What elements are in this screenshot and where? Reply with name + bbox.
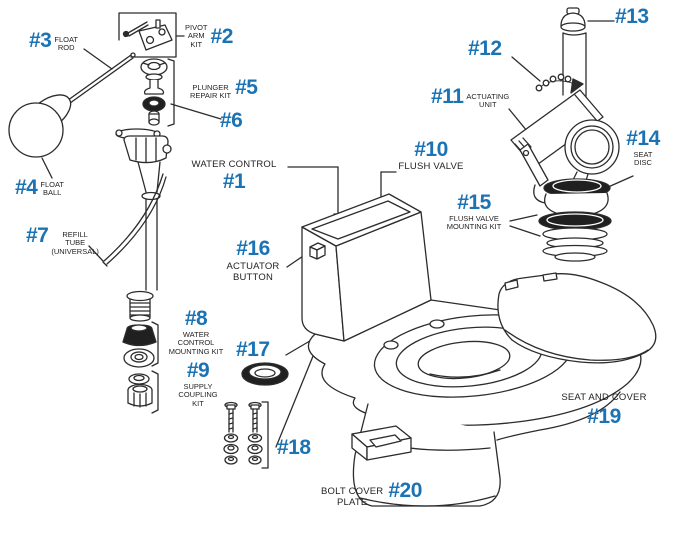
- part-caption: PLUNGER REPAIR KIT: [190, 83, 232, 101]
- part-number: #5: [235, 76, 258, 99]
- flush-valve-drawing: [510, 7, 620, 262]
- part-number: #3: [29, 29, 52, 52]
- part-number: #11: [431, 85, 464, 108]
- part-number: #4: [15, 176, 38, 199]
- part-number: #18: [277, 436, 311, 459]
- callout-seat-disc: #14 SEAT DISC: [616, 128, 670, 168]
- part-caption: FLOAT ROD: [54, 35, 78, 53]
- part-caption: REFILL TUBE (UNIVERSAL): [51, 230, 99, 256]
- part-number: #8: [184, 307, 208, 330]
- callout-float-rod: #3 FLOAT ROD: [29, 30, 78, 53]
- tank-to-bowl-gasket-drawing: [241, 362, 289, 386]
- part-number: #16: [236, 237, 270, 260]
- part-number: #2: [210, 25, 234, 48]
- part-number: #15: [457, 191, 491, 214]
- part-caption: FLUSH VALVE MOUNTING KIT: [446, 214, 502, 232]
- pivot-arm-kit-drawing: [122, 19, 173, 51]
- part-caption: ACTUATING UNIT: [466, 92, 510, 110]
- supply-coupling-kit-drawing: [127, 373, 153, 408]
- part-number: #17: [236, 338, 270, 361]
- callout-plunger-repair-kit: PLUNGER REPAIR KIT #5: [190, 76, 258, 101]
- part-number: #9: [186, 359, 210, 382]
- part-caption: SEAT DISC: [633, 150, 653, 168]
- part-number: #10: [414, 138, 448, 161]
- seat-and-cover-drawing: [497, 272, 657, 364]
- part-caption: SEAT AND COVER: [561, 392, 647, 403]
- callout-chain: #12: [468, 38, 502, 59]
- callout-bolt-cover-plate: BOLT COVER PLATE #20: [321, 480, 422, 508]
- part-number: #12: [468, 37, 502, 60]
- callout-seat-and-cover: SEAT AND COVER #19: [558, 392, 650, 428]
- part-number: #19: [587, 404, 621, 428]
- part-caption: WATER CONTROL MOUNTING KIT: [168, 330, 224, 356]
- part-caption: BOLT COVER PLATE: [321, 486, 384, 508]
- callout-actuating-unit: #11 ACTUATING UNIT: [431, 86, 509, 110]
- part-number: #13: [615, 5, 649, 28]
- part-caption: PIVOT ARM KIT: [185, 23, 208, 49]
- callout-seal: #6: [220, 109, 243, 132]
- callout-water-control-mounting-kit: #8 WATER CONTROL MOUNTING KIT: [165, 308, 227, 356]
- callout-water-control: WATER CONTROL #1: [180, 159, 288, 193]
- callout-pivot-arm-kit: PIVOT ARM KIT #2: [185, 22, 233, 49]
- water-control-drawing: [102, 128, 172, 322]
- part-caption: ACTUATOR BUTTON: [226, 261, 280, 283]
- part-number: #7: [26, 224, 49, 247]
- part-caption: FLOAT BALL: [40, 180, 64, 198]
- callout-supply-coupling-kit: #9 SUPPLY COUPLING KIT: [173, 360, 223, 408]
- callout-cap: #13: [615, 6, 649, 27]
- float-ball-drawing: [8, 94, 72, 158]
- tank-bolts-drawing: [223, 401, 263, 465]
- water-control-mounting-kit-drawing: [122, 324, 157, 368]
- part-number: #20: [388, 479, 422, 502]
- part-caption: WATER CONTROL: [191, 159, 277, 170]
- callout-flush-valve: #10 FLUSH VALVE: [392, 139, 470, 173]
- callout-refill-tube: #7 REFILL TUBE (UNIVERSAL): [26, 225, 99, 256]
- part-number: #1: [222, 169, 246, 193]
- part-number: #6: [220, 109, 243, 132]
- callout-float-ball: #4 FLOAT BALL: [15, 177, 64, 198]
- part-caption: FLUSH VALVE: [398, 161, 464, 172]
- plunger-repair-kit-drawing: [140, 58, 168, 126]
- part-caption: SUPPLY COUPLING KIT: [178, 382, 218, 408]
- callout-flush-valve-mounting-kit: #15 FLUSH VALVE MOUNTING KIT: [436, 192, 512, 232]
- callout-tank-gasket: #17: [236, 339, 270, 360]
- callout-tank-bolts: #18: [277, 437, 311, 458]
- callout-actuator-button: #16 ACTUATOR BUTTON: [218, 238, 288, 283]
- part-number: #14: [626, 127, 660, 150]
